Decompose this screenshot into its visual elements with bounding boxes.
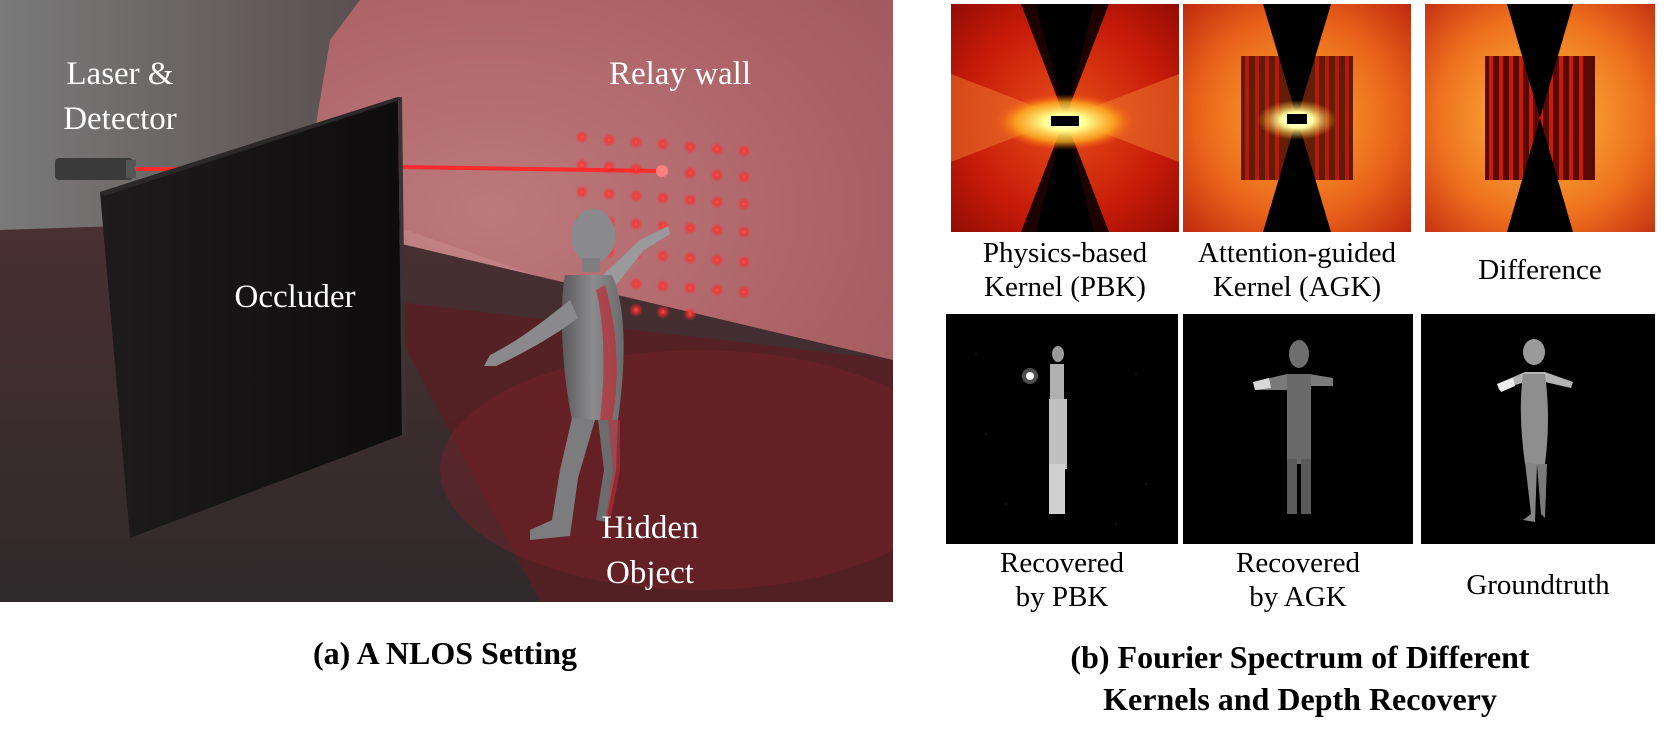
panel-b-title-line1: (b) Fourier Spectrum of Different [1070, 639, 1530, 675]
panel-b-title: (b) Fourier Spectrum of Different Kernel… [990, 636, 1610, 720]
laser-label-line1: Laser & [66, 56, 174, 92]
panel-b-title-line2: Kernels and Depth Recovery [1103, 681, 1497, 717]
caption-groundtruth: Groundtruth [1466, 569, 1610, 601]
caption-difference: Difference [1478, 254, 1602, 286]
hidden-label-line2: Object [606, 555, 694, 591]
relay-wall-label: Relay wall [608, 56, 752, 92]
difference-spectrum [1425, 4, 1655, 232]
nlos-scene-illustration [0, 0, 893, 602]
hidden-object-label: Hidden Object [580, 506, 720, 596]
caption-pbk: Physics-based Kernel (PBK) [951, 236, 1179, 304]
caption-recovered-pbk: Recovered by PBK [946, 546, 1178, 614]
caption-pbk-line2: Kernel (PBK) [984, 271, 1146, 303]
groundtruth-image [1421, 314, 1655, 544]
recovered-agk-image [1183, 314, 1413, 544]
caption-agk: Attention-guided Kernel (AGK) [1180, 236, 1414, 304]
caption-recovered-agk-line2: by AGK [1249, 581, 1347, 613]
recovered-pbk-image [946, 314, 1178, 544]
agk-spectrum [1183, 4, 1411, 232]
caption-recovered-pbk-line2: by PBK [1015, 581, 1109, 613]
caption-agk-line1: Attention-guided [1197, 237, 1397, 269]
human-figure [484, 209, 670, 540]
nlos-scene [0, 0, 893, 602]
panel-a-title: (a) A NLOS Setting [312, 635, 578, 671]
hidden-label-line1: Hidden [601, 510, 699, 546]
laser-detector-label: Laser & Detector [40, 52, 200, 142]
caption-recovered-agk: Recovered by AGK [1183, 546, 1413, 614]
laser-label-line2: Detector [63, 101, 177, 137]
pbk-spectrum [951, 4, 1179, 232]
caption-pbk-line1: Physics-based [982, 237, 1148, 269]
occluder-label: Occluder [234, 279, 356, 315]
caption-recovered-pbk-line1: Recovered [1000, 547, 1124, 579]
caption-agk-line2: Kernel (AGK) [1212, 271, 1382, 303]
caption-recovered-agk-line1: Recovered [1236, 547, 1360, 579]
